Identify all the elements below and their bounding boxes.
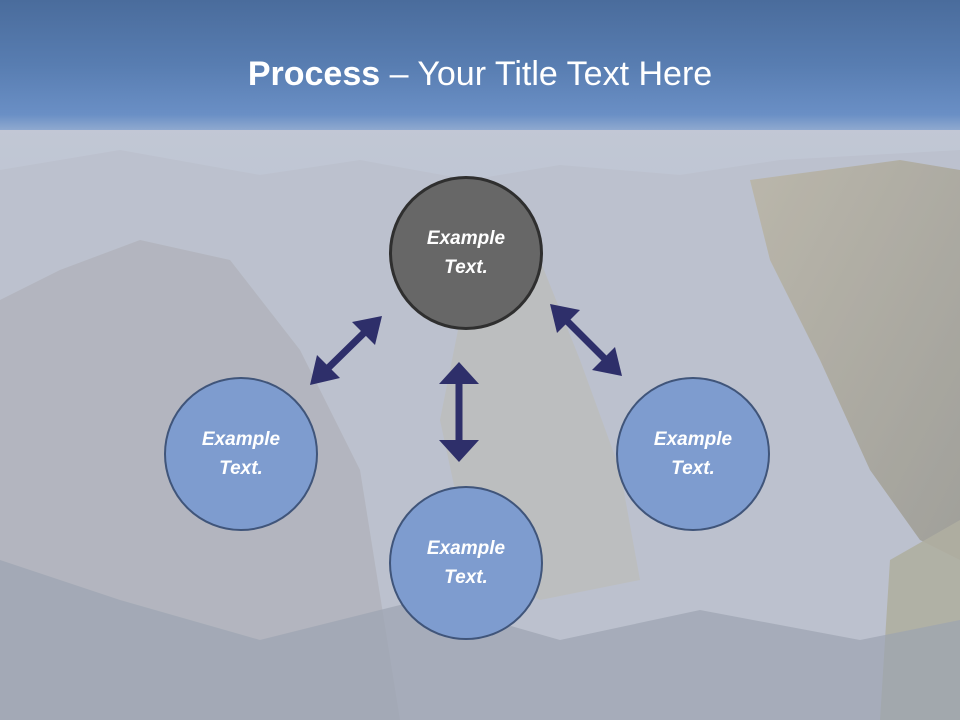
node-label-right: Example Text.	[653, 429, 733, 479]
process-node-left: Example Text.	[164, 377, 318, 531]
title-rest-part: – Your Title Text Here	[380, 55, 713, 93]
arrow-top-right	[550, 304, 622, 376]
node-label-top: Example Text.	[426, 228, 506, 278]
process-node-top: Example Text.	[389, 176, 543, 330]
node-label-left: Example Text.	[201, 429, 281, 479]
arrow-top-bottom	[439, 362, 479, 462]
slide-title: Process – Your Title Text Here	[0, 52, 960, 96]
process-node-bottom: Example Text.	[389, 486, 543, 640]
title-bar: Process – Your Title Text Here	[0, 0, 960, 130]
arrow-top-left	[310, 316, 382, 385]
node-label-bottom: Example Text.	[426, 538, 506, 588]
process-node-right: Example Text.	[616, 377, 770, 531]
title-bold-part: Process	[247, 55, 381, 93]
